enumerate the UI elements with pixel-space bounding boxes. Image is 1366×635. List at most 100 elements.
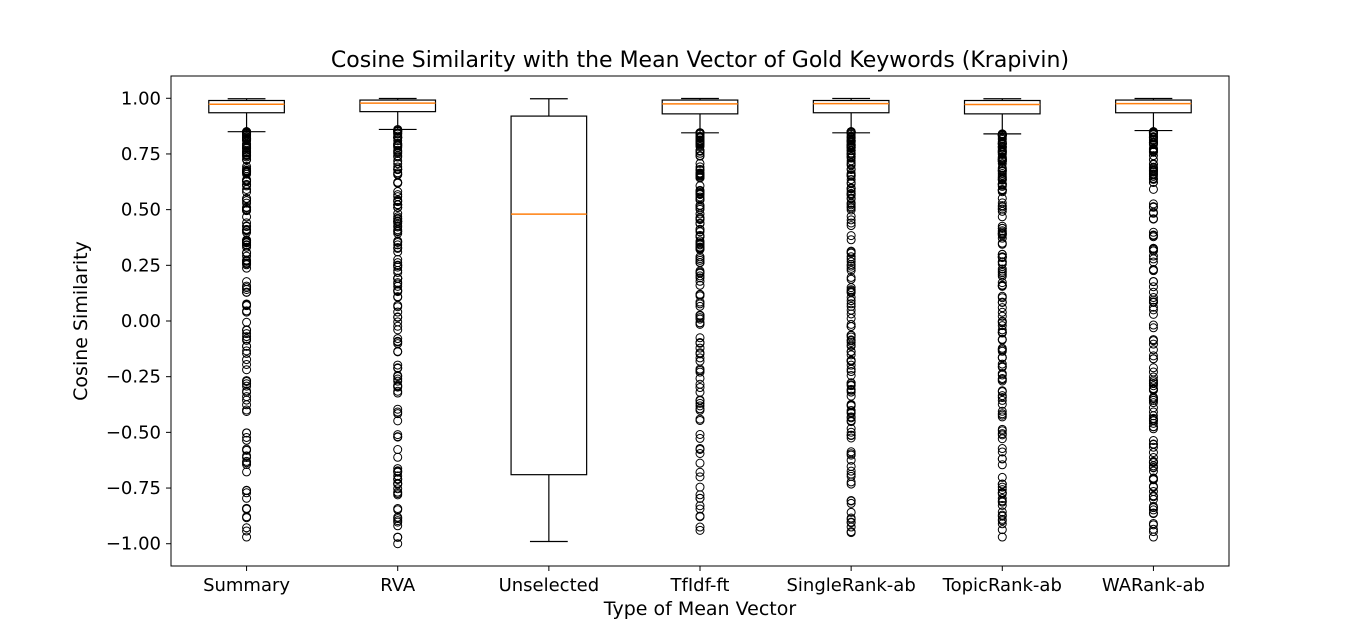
flier-point <box>695 212 705 222</box>
flier-point <box>1148 395 1158 405</box>
flier-point <box>1148 407 1158 417</box>
flier-point <box>1148 293 1158 303</box>
flier-point <box>242 226 252 236</box>
flier-point <box>997 393 1007 403</box>
flier-point <box>997 212 1007 222</box>
fliers <box>1148 127 1158 542</box>
flier-point <box>1148 475 1158 485</box>
flier-point <box>393 416 403 426</box>
flier-point <box>695 512 705 522</box>
flier-point <box>1148 381 1158 391</box>
flier-point <box>846 496 856 506</box>
y-tick-label: −1.00 <box>106 534 161 555</box>
flier-point <box>393 133 403 143</box>
flier-point <box>1148 202 1158 212</box>
flier-point <box>846 299 856 309</box>
flier-point <box>393 164 403 174</box>
flier-point <box>393 363 403 373</box>
flier-point <box>242 251 252 261</box>
flier-point <box>1148 520 1158 530</box>
flier-point <box>242 198 252 208</box>
flier-point <box>997 269 1007 279</box>
flier-point <box>242 128 252 138</box>
flier-point <box>242 405 252 415</box>
flier-point <box>997 303 1007 313</box>
flier-point <box>997 510 1007 520</box>
flier-point <box>997 472 1007 482</box>
flier-point <box>1148 411 1158 421</box>
flier-point <box>846 235 856 245</box>
flier-point <box>846 319 856 329</box>
flier-point <box>695 254 705 264</box>
flier-point <box>242 355 252 365</box>
flier-point <box>242 317 252 327</box>
flier-point <box>846 131 856 141</box>
flier-point <box>1148 413 1158 423</box>
fliers <box>242 127 252 542</box>
flier-point <box>393 143 403 153</box>
flier-point <box>695 501 705 511</box>
flier-point <box>846 455 856 465</box>
flier-point <box>997 226 1007 236</box>
flier-point <box>1148 372 1158 382</box>
flier-point <box>1148 524 1158 534</box>
flier-point <box>1148 463 1158 473</box>
flier-point <box>242 206 252 216</box>
flier-point <box>393 432 403 442</box>
flier-point <box>242 281 252 291</box>
flier-point <box>1148 492 1158 502</box>
flier-point <box>242 532 252 542</box>
flier-point <box>695 338 705 348</box>
flier-point <box>997 146 1007 156</box>
flier-point <box>1148 336 1158 346</box>
flier-point <box>997 507 1007 517</box>
flier-point <box>1148 320 1158 330</box>
flier-point <box>846 332 856 342</box>
flier-point <box>846 513 856 523</box>
flier-point <box>242 184 252 194</box>
flier-point <box>695 165 705 175</box>
flier-point <box>997 307 1007 317</box>
flier-point <box>393 214 403 224</box>
flier-point <box>846 301 856 311</box>
flier-point <box>1148 266 1158 276</box>
flier-point <box>393 336 403 346</box>
flier-point <box>997 334 1007 344</box>
flier-point <box>1148 505 1158 515</box>
box-iqr <box>208 99 285 114</box>
flier-point <box>695 299 705 309</box>
flier-point <box>997 454 1007 464</box>
flier-point <box>997 362 1007 372</box>
flier-point <box>997 249 1007 259</box>
flier-point <box>242 379 252 389</box>
flier-point <box>846 347 856 357</box>
flier-point <box>242 386 252 396</box>
flier-point <box>393 159 403 169</box>
flier-point <box>1148 442 1158 452</box>
flier-point <box>997 494 1007 504</box>
flier-point <box>242 325 252 335</box>
flier-point <box>242 348 252 358</box>
flier-point <box>695 133 705 143</box>
flier-point <box>695 493 705 503</box>
flier-point <box>242 428 252 438</box>
flier-point <box>1148 398 1158 408</box>
flier-point <box>242 176 252 186</box>
flier-point <box>1148 302 1158 312</box>
flier-point <box>393 197 403 207</box>
flier-point <box>1148 354 1158 364</box>
box-iqr <box>359 99 437 113</box>
flier-point <box>242 445 252 455</box>
y-tick-label: −0.25 <box>106 367 161 388</box>
flier-point <box>393 317 403 327</box>
flier-point <box>242 300 252 310</box>
flier-point <box>1148 174 1158 184</box>
flier-point <box>846 188 856 198</box>
flier-point <box>695 151 705 161</box>
flier-point <box>997 343 1007 353</box>
flier-point <box>997 399 1007 409</box>
flier-point <box>242 486 252 496</box>
flier-point <box>846 158 856 168</box>
flier-point <box>997 166 1007 176</box>
